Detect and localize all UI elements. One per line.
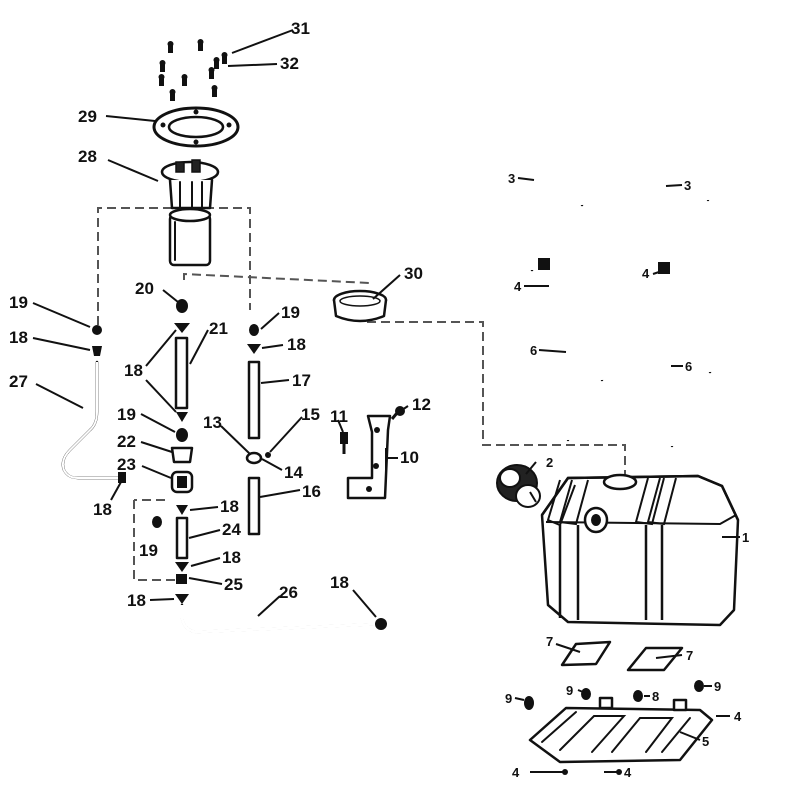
strap-3-right [658, 108, 712, 274]
callout-26: 26 [279, 583, 298, 602]
callout-16: 16 [302, 482, 321, 501]
hose-group-17-16 [245, 324, 271, 536]
strap-6-right [664, 276, 714, 448]
callout-4-skid-right: 4 [734, 709, 742, 724]
callout-12: 12 [412, 395, 431, 414]
callout-22: 22 [117, 432, 136, 451]
loose-fitting-19 [152, 516, 162, 528]
callout-7-right: 7 [686, 648, 693, 663]
callout-7-left: 7 [546, 634, 553, 649]
callout-leader-lines [32, 29, 740, 741]
callout-19-center: 19 [117, 405, 136, 424]
callout-4-skid-center: 4 [624, 765, 632, 780]
callout-24: 24 [222, 520, 241, 539]
fuel-tank-1 [540, 473, 740, 627]
callout-18-left-top: 18 [9, 328, 28, 347]
callout-numbers: 31 32 29 28 20 30 19 18 27 21 18 19 18 1… [9, 19, 749, 780]
callout-4-skid-left: 4 [512, 765, 520, 780]
callout-23: 23 [117, 455, 136, 474]
callout-19-right-top: 19 [281, 303, 300, 322]
callout-9-left: 9 [505, 691, 512, 706]
filler-neck-ring-30 [332, 289, 388, 323]
callout-3-right: 3 [684, 178, 691, 193]
callout-14: 14 [284, 463, 303, 482]
callout-3-left: 3 [508, 171, 515, 186]
callout-15: 15 [301, 405, 320, 424]
screws-31-32 [158, 39, 228, 101]
callout-13: 13 [203, 413, 222, 432]
callout-30: 30 [404, 264, 423, 283]
callout-18-center-top: 18 [124, 361, 143, 380]
callout-18-center-mid: 18 [220, 497, 239, 516]
bracket-10 [340, 406, 405, 500]
callout-9-right: 9 [714, 679, 721, 694]
callout-29: 29 [78, 107, 97, 126]
callout-18-bottom-left: 18 [127, 591, 146, 610]
callout-4-left: 4 [514, 279, 522, 294]
callout-27: 27 [9, 372, 28, 391]
callout-2: 2 [546, 455, 553, 470]
callout-21: 21 [209, 319, 228, 338]
callout-8: 8 [652, 689, 659, 704]
callout-11: 11 [330, 407, 348, 426]
assembly-guide-lines [97, 207, 626, 581]
callout-6-right: 6 [685, 359, 692, 374]
callout-9-center: 9 [566, 683, 573, 698]
callout-25: 25 [224, 575, 243, 594]
callout-18-left-bottom: 18 [93, 500, 112, 519]
locking-ring-29 [152, 106, 240, 148]
callout-32: 32 [280, 54, 299, 73]
callout-19-loose: 19 [139, 541, 158, 560]
callout-1: 1 [742, 530, 749, 545]
fuel-line-27 [61, 325, 126, 483]
callout-19-left-top: 19 [9, 293, 28, 312]
callout-20: 20 [135, 279, 154, 298]
callout-31: 31 [291, 19, 310, 38]
rubber-pads-7 [560, 640, 684, 672]
callout-5: 5 [702, 734, 709, 749]
callout-18-center-low: 18 [222, 548, 241, 567]
skid-plate-5 [524, 680, 730, 775]
callout-4-right: 4 [642, 266, 650, 281]
callout-10: 10 [400, 448, 419, 467]
callout-18-hose-end: 18 [330, 573, 349, 592]
strap-3-left [528, 108, 586, 272]
callout-6-left: 6 [530, 343, 537, 358]
fuel-line-26 [180, 603, 387, 634]
strap-6-left [560, 266, 606, 442]
fuel-sender-unit-28 [160, 159, 220, 267]
center-hose-chain [170, 299, 194, 604]
callout-18-right-top: 18 [287, 335, 306, 354]
callout-17: 17 [292, 371, 311, 390]
callout-28: 28 [78, 147, 97, 166]
fuel-cap-2 [496, 464, 541, 508]
